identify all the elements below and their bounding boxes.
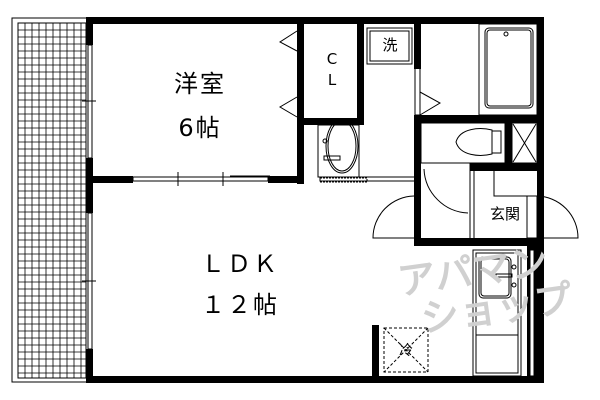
washer-label: 洗 [382, 36, 398, 54]
closet-label-l: L [327, 71, 337, 89]
bathtub [478, 23, 538, 116]
doors [372, 162, 579, 239]
fridge-label: 冷 [399, 343, 413, 359]
closet-doors [279, 30, 442, 118]
kitchen-counter [472, 249, 535, 377]
western-room-size: 6帖 [178, 114, 222, 142]
fridge-space [383, 327, 429, 373]
western-room-name: 洋室 [174, 70, 226, 98]
windows [82, 44, 416, 350]
ldk-name: ＬＤＫ [201, 250, 279, 278]
wash-basin [317, 118, 368, 183]
entrance-label: 玄関 [489, 205, 520, 223]
washer-space [366, 27, 413, 65]
ldk-size: １２帖 [201, 291, 279, 319]
closet-label-c: C [326, 50, 338, 68]
walls [86, 17, 544, 383]
toilet [420, 122, 538, 164]
balcony [11, 17, 89, 383]
